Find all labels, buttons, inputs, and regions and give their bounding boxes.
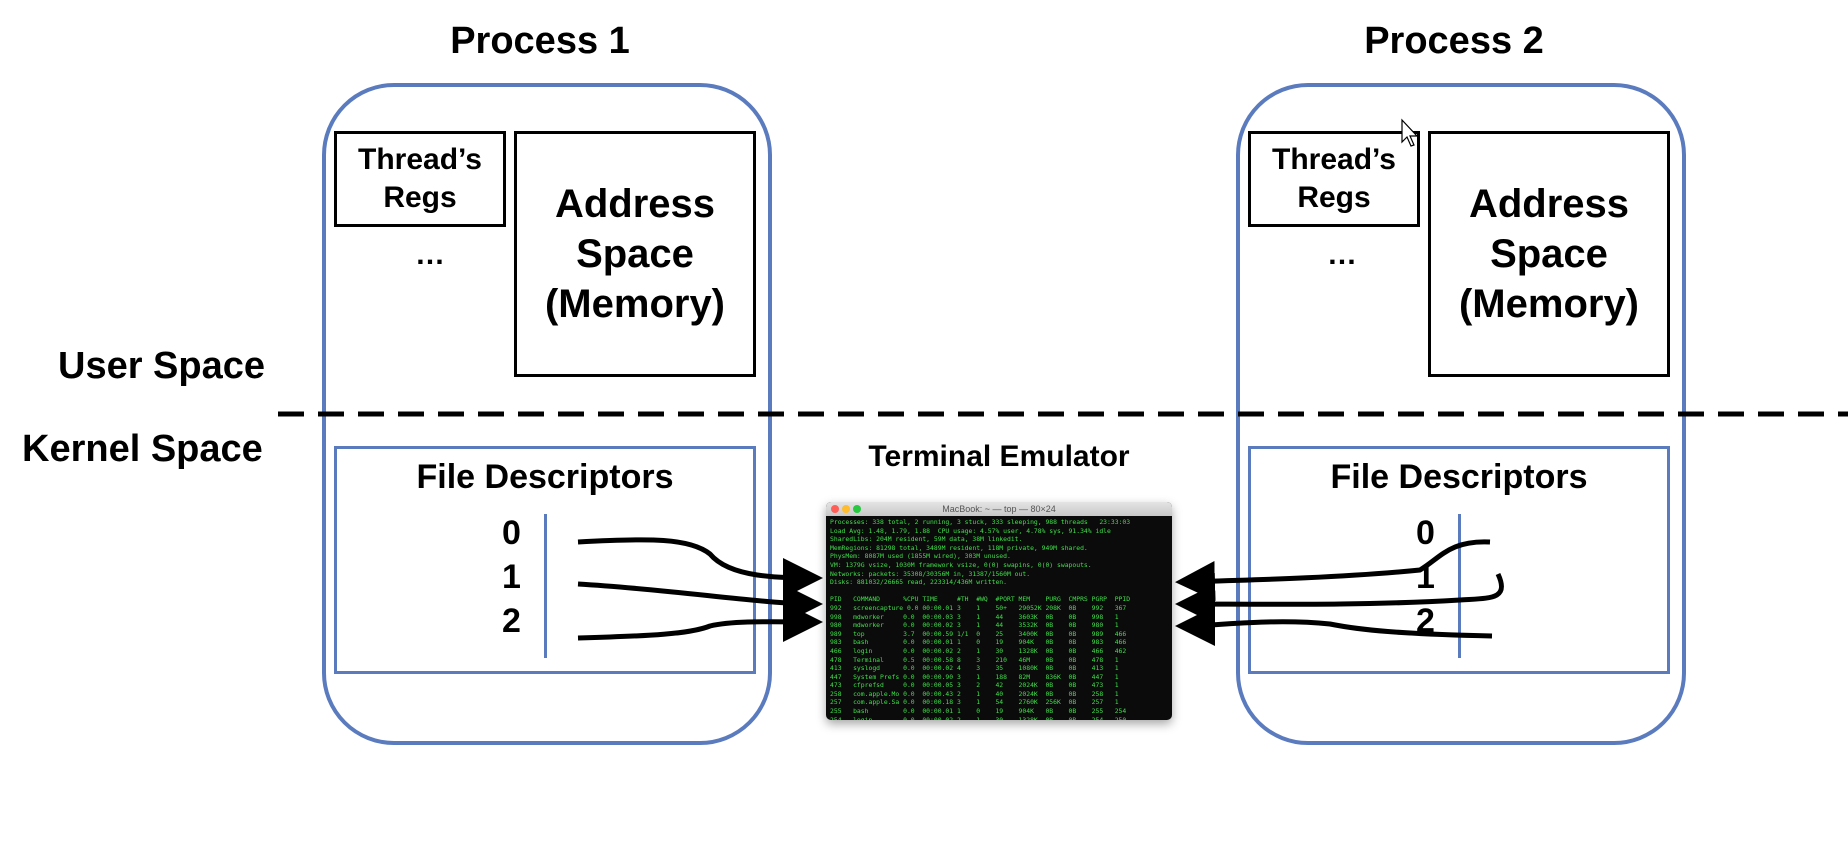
addr-line-1: Address xyxy=(1468,182,1630,226)
terminal-window: MacBook: ~ — top — 80×24 Processes: 338 … xyxy=(826,502,1172,720)
minimize-dot-icon xyxy=(842,505,850,513)
terminal-line: PhysMem: 8087M used (1855M wired), 303M … xyxy=(830,552,1011,561)
regs-line-1: Thread’s xyxy=(358,143,482,176)
terminal-line: PID COMMAND %CPU TIME #TH #WQ #PORT MEM … xyxy=(830,595,1131,604)
process-2-fd-divider xyxy=(1458,514,1461,658)
process-1-fd-table xyxy=(334,446,756,674)
terminal-line: VM: 1379G vsize, 1030M framework vsize, … xyxy=(830,560,1092,569)
addr-line-3: (Memory) xyxy=(544,282,726,326)
p1-fd2-arrow xyxy=(577,601,823,642)
process-2-title: Process 2 xyxy=(1364,20,1544,62)
terminal-line: 478 Terminal 0.5 00:00.58 8 3 210 46M 0B… xyxy=(830,655,1119,664)
process-1-fd-1: 1 xyxy=(502,558,521,596)
terminal-emulator-label: Terminal Emulator xyxy=(868,440,1130,473)
terminal-line: 998 mdworker 0.0 00:00.03 3 1 44 3603K 0… xyxy=(830,612,1119,621)
terminal-line: 257 com.apple.Sa 0.0 00:00.18 3 1 54 276… xyxy=(830,698,1119,707)
p2-fd0-arrow xyxy=(1175,539,1491,601)
p2-fd1-arrow xyxy=(1175,572,1504,625)
addr-line-1: Address xyxy=(554,182,716,226)
p1-fd0-arrow xyxy=(577,537,823,598)
mouse-cursor-icon xyxy=(1401,118,1419,147)
regs-line-1: Thread’s xyxy=(1272,143,1396,176)
terminal-line: 258 com.apple.Mo 0.0 00:00.43 2 1 40 202… xyxy=(830,689,1119,698)
process-2-fd-0: 0 xyxy=(1416,514,1435,552)
regs-line-2: Regs xyxy=(383,181,457,214)
terminal-line: Processes: 338 total, 2 running, 3 stuck… xyxy=(830,518,1131,526)
terminal-line: SharedLibs: 204M resident, 59M data, 38M… xyxy=(830,535,1023,544)
terminal-line: 466 login 0.0 00:00.02 2 1 30 1328K 0B 0… xyxy=(830,646,1127,655)
terminal-line: 473 cfprefsd 0.0 00:00.05 3 2 42 2024K 0… xyxy=(830,681,1119,690)
addr-line-2: Space xyxy=(1490,232,1608,276)
terminal-title-bar: MacBook: ~ — top — 80×24 xyxy=(826,502,1172,516)
terminal-line: MemRegions: 81298 total, 3489M resident,… xyxy=(830,543,1088,552)
terminal-line: 983 bash 0.0 00:00.01 1 0 19 904K 0B 0B … xyxy=(830,638,1127,647)
terminal-line: Load Avg: 1.48, 1.79, 1.88 CPU usage: 4.… xyxy=(830,526,1111,535)
terminal-line: Disks: 881032/26665 read, 223314/436M wr… xyxy=(830,578,1007,587)
terminal-line: 980 mdworker 0.0 00:00.02 3 1 44 3532K 0… xyxy=(830,621,1119,630)
terminal-line: 447 System Prefs 0.0 00:00.90 3 1 188 82… xyxy=(830,672,1119,681)
process-1-fd-0: 0 xyxy=(502,514,521,552)
process-2-fd-2: 2 xyxy=(1416,602,1435,640)
p2-fd2-arrow xyxy=(1175,605,1493,646)
regs-line-2: Regs xyxy=(1297,181,1371,214)
process-1-fd-title: File Descriptors xyxy=(416,458,674,496)
process-1-ellipsis: … xyxy=(415,238,445,271)
terminal-line: 992 screencapture 0.0 00:00.01 3 1 50+ 2… xyxy=(830,603,1127,612)
terminal-line: Networks: packets: 35308/30356M in, 3138… xyxy=(830,569,1031,578)
kernel-space-label: Kernel Space xyxy=(22,428,263,470)
terminal-window-title: MacBook: ~ — top — 80×24 xyxy=(942,504,1056,514)
process-2-fd-table xyxy=(1248,446,1670,674)
terminal-line: 413 syslogd 0.0 00:00.02 4 3 35 1080K 0B… xyxy=(830,664,1119,673)
process-1-fd-2: 2 xyxy=(502,602,521,640)
addr-line-3: (Memory) xyxy=(1458,282,1640,326)
terminal-output: Processes: 338 total, 2 running, 3 stuck… xyxy=(826,516,1172,720)
process-2-fd-title: File Descriptors xyxy=(1330,458,1588,496)
close-dot-icon xyxy=(831,505,839,513)
p1-fd1-arrow xyxy=(577,581,823,624)
process-2-ellipsis: … xyxy=(1327,238,1357,271)
process-1-title: Process 1 xyxy=(450,20,630,62)
terminal-line: 989 top 3.7 00:00.59 1/1 0 25 3400K 0B 0… xyxy=(830,629,1127,638)
terminal-line: 254 login 0.0 00:00.02 2 1 30 1328K 0B 0… xyxy=(830,715,1127,720)
terminal-line: 255 bash 0.0 00:00.01 1 0 19 904K 0B 0B … xyxy=(830,707,1127,716)
process-1-fd-divider xyxy=(544,514,547,658)
zoom-dot-icon xyxy=(853,505,861,513)
user-space-label: User Space xyxy=(58,345,266,387)
addr-line-2: Space xyxy=(576,232,694,276)
